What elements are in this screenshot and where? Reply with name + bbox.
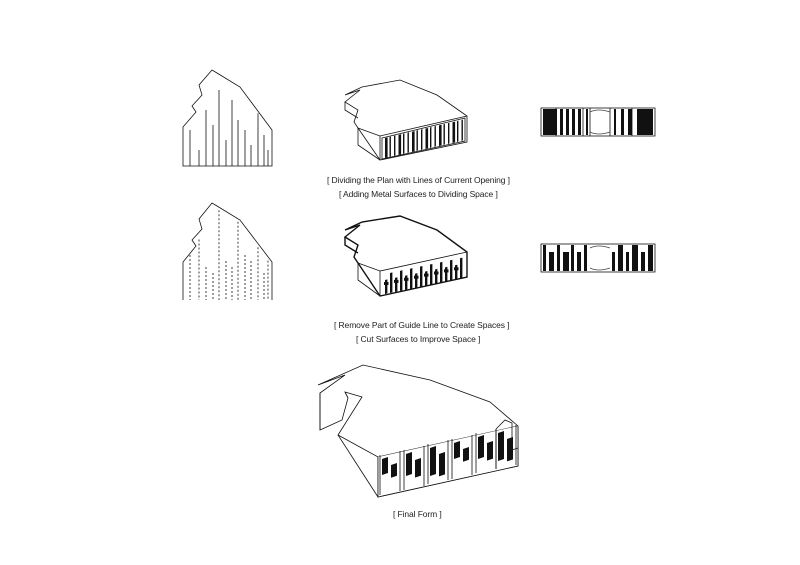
cut-surface [543, 245, 546, 271]
pocket-divider [495, 425, 517, 469]
cut-surface [577, 252, 581, 271]
metal-surface [614, 109, 616, 135]
cut-surface [460, 257, 463, 279]
metal-surface [621, 109, 624, 135]
end-wall-step [495, 419, 519, 451]
metal-surface [578, 109, 581, 135]
metal-surface [461, 119, 463, 141]
caption-adding-metal: [ Adding Metal Surfaces to Dividing Spac… [339, 189, 498, 199]
pocket-divider [427, 440, 449, 484]
cut-surface-tab [394, 279, 399, 283]
elevation-metal-surfaces [540, 107, 656, 137]
perspective-line [589, 245, 611, 271]
metal-surface [425, 127, 429, 149]
metal-fin [478, 435, 484, 459]
metal-fin [382, 457, 388, 475]
metal-surface [628, 109, 632, 135]
cut-surface [549, 252, 554, 271]
metal-fin [415, 458, 421, 478]
plan-dividing-lines [182, 69, 273, 167]
pocket-divider [451, 435, 473, 479]
metal-fin [454, 441, 460, 459]
cut-surface [455, 264, 458, 280]
caption-remove-guide-line: [ Remove Part of Guide Line to Create Sp… [334, 320, 510, 330]
cut-surface [584, 245, 587, 271]
metal-surface [572, 109, 575, 135]
cut-surface-tab [404, 277, 409, 281]
metal-surface [394, 135, 396, 156]
metal-surface [385, 137, 388, 158]
cut-surface [440, 261, 443, 283]
metal-surface [434, 125, 436, 147]
metal-fin [463, 447, 469, 462]
caption-cut-surfaces: [ Cut Surfaces to Improve Space ] [356, 334, 481, 344]
cut-surface [632, 245, 638, 271]
cut-surface [410, 268, 413, 289]
metal-surface [543, 109, 557, 135]
cut-surface [450, 259, 453, 281]
cut-surface [395, 277, 398, 292]
metal-surface [398, 134, 402, 155]
plan-dashed-guide-lines [182, 202, 273, 300]
metal-fin [439, 452, 445, 477]
metal-fin [391, 463, 397, 478]
cut-surface [563, 252, 569, 271]
metal-fin [487, 441, 493, 461]
pocket-divider [403, 446, 425, 490]
cut-surface [385, 279, 388, 294]
metal-surface [439, 124, 442, 146]
metal-surface [448, 122, 450, 144]
metal-surface [389, 136, 391, 157]
caption-dividing-plan: [ Dividing the Plan with Lines of Curren… [327, 175, 510, 185]
cut-surface-tab [434, 271, 439, 275]
cut-surface [648, 245, 653, 271]
cut-surface [445, 266, 448, 282]
cut-surface [425, 271, 428, 286]
metal-surface [416, 130, 418, 151]
cut-surface [400, 270, 403, 291]
cut-surface-tab [384, 282, 389, 285]
elevation-cut-surfaces [540, 243, 656, 273]
cut-surface [618, 245, 623, 271]
cut-surface [557, 245, 560, 271]
metal-surface [586, 109, 588, 135]
metal-fin [430, 446, 436, 476]
metal-fin [406, 452, 412, 476]
metal-surface [430, 126, 432, 148]
metal-surface [566, 109, 569, 135]
metal-surface [403, 133, 405, 154]
cut-surface [641, 252, 645, 271]
metal-fin [498, 431, 504, 461]
metal-surface [457, 120, 459, 142]
metal-surface [412, 131, 415, 152]
metal-surface [637, 109, 653, 135]
cut-surface-tab [454, 267, 459, 271]
metal-surface [407, 132, 409, 153]
metal-surface [452, 121, 456, 143]
cut-surface [390, 272, 393, 293]
cut-surface [415, 273, 418, 288]
metal-fin [507, 437, 513, 462]
caption-final-form: [ Final Form ] [393, 509, 442, 519]
metal-surface [443, 123, 445, 145]
cut-surface [612, 252, 615, 271]
isometric-final-form [317, 364, 519, 498]
metal-surface [421, 129, 423, 150]
cut-surface [405, 275, 408, 290]
cut-surface-tab [424, 273, 429, 277]
isometric-cut-surfaces [343, 215, 468, 297]
isometric-metal-surfaces [344, 79, 468, 161]
cut-surface-tab [444, 269, 449, 273]
cut-surface-tab [414, 275, 419, 279]
cut-surface [420, 266, 423, 287]
cut-surface [571, 245, 574, 271]
cut-surface [430, 263, 433, 285]
perspective-line [589, 109, 611, 135]
metal-surface [560, 109, 563, 135]
pocket-divider [379, 451, 401, 495]
cut-surface [626, 252, 629, 271]
cut-surface [435, 268, 438, 284]
